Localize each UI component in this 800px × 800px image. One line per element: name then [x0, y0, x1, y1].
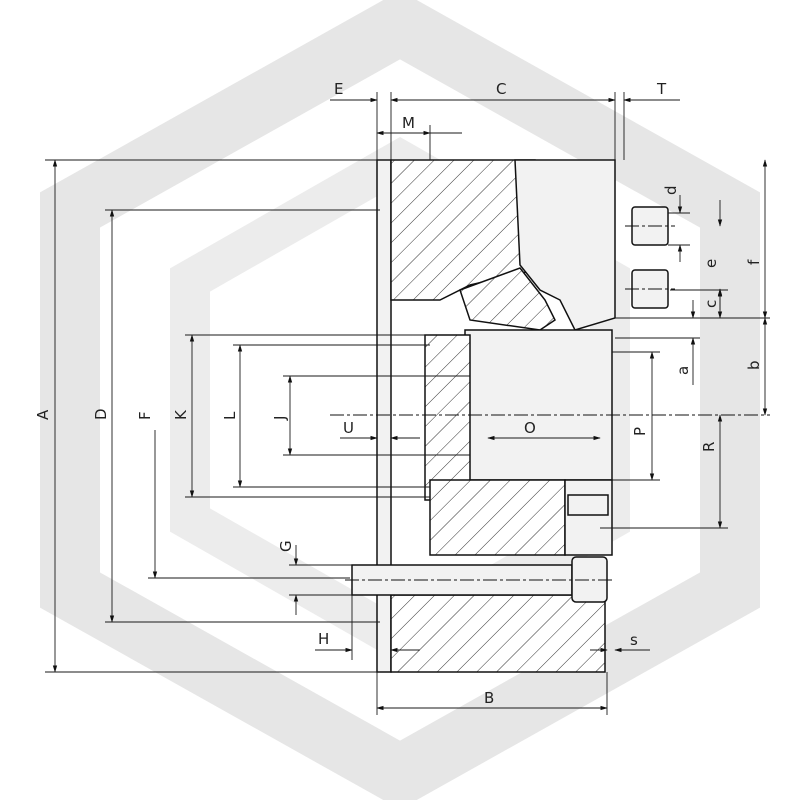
dim-label-G: G — [277, 540, 295, 552]
dim-label-A: A — [34, 409, 52, 420]
dim-label-B: B — [484, 689, 494, 707]
dim-label-M: M — [402, 114, 415, 132]
dim-label-a: a — [674, 366, 692, 375]
dim-label-K: K — [172, 409, 190, 420]
dim-label-d: d — [662, 185, 680, 195]
dim-label-T: T — [656, 80, 667, 98]
dim-label-P: P — [631, 427, 649, 436]
dim-label-F: F — [136, 411, 154, 420]
dim-label-J: J — [271, 416, 289, 421]
dim-label-C: C — [496, 80, 506, 98]
dim-label-U: U — [343, 419, 354, 437]
dim-label-c: c — [702, 300, 720, 308]
dim-label-b: b — [745, 360, 763, 370]
dimension-lines — [45, 92, 770, 715]
dim-label-D: D — [92, 408, 110, 420]
screws — [345, 206, 675, 603]
dim-label-f: f — [745, 259, 763, 265]
dim-label-s: s — [630, 631, 638, 649]
dim-label-L: L — [221, 411, 239, 420]
dim-label-E: E — [334, 80, 343, 98]
dimension-text: A D F K L J G H B s E C T M U O P R a b … — [34, 80, 763, 707]
dim-label-H: H — [318, 630, 329, 648]
dim-label-O: O — [524, 419, 536, 437]
dim-label-R: R — [700, 442, 718, 452]
dim-label-e: e — [702, 259, 720, 268]
